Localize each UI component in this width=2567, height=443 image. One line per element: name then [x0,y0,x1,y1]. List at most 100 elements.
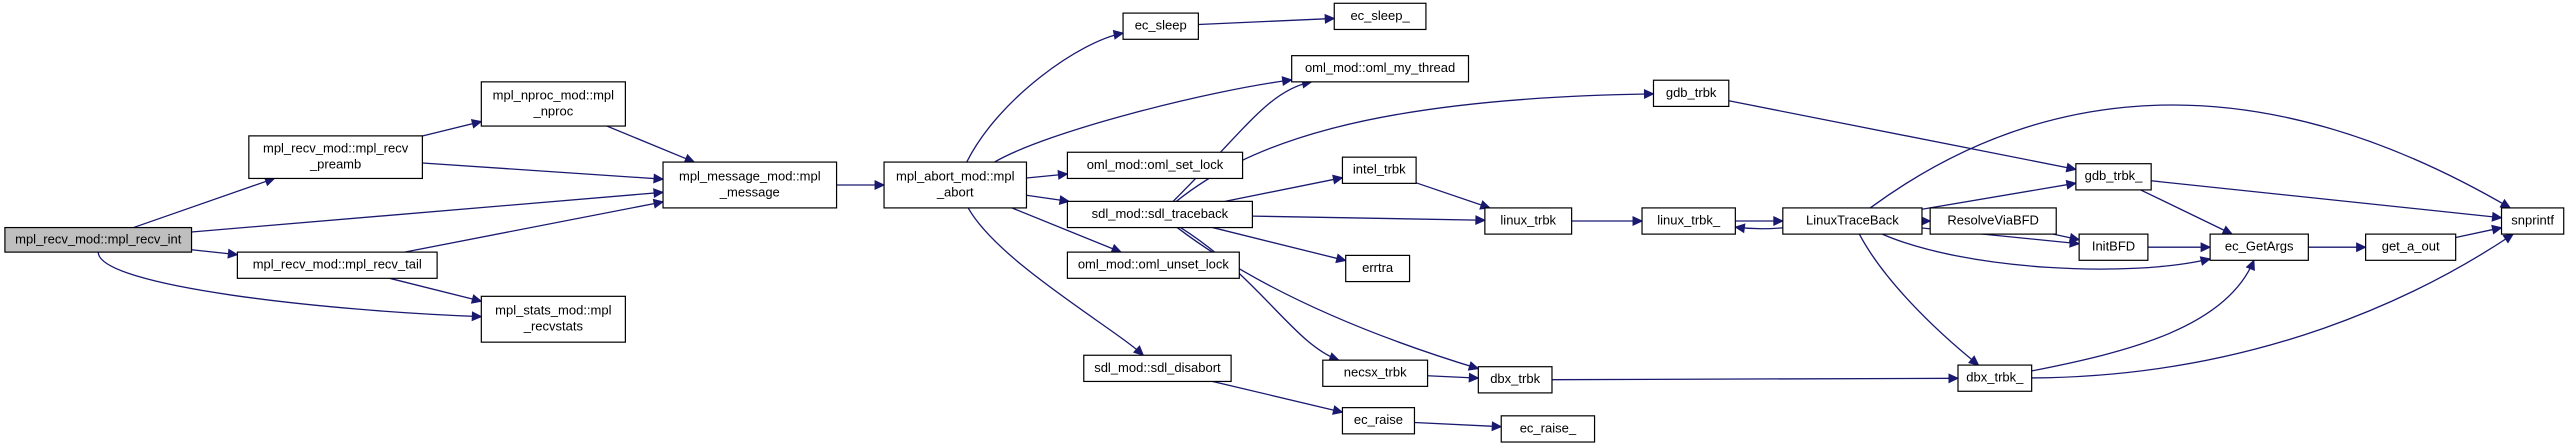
node-gdb-trbk[interactable]: gdb_trbk [1652,79,1730,108]
node-box [1652,79,1730,108]
node-dbx-trbk[interactable]: dbx_trbk [1477,366,1553,394]
edge-sdl_traceback-to-intel_trbk [1224,174,1344,203]
node-box [883,161,1028,209]
edge-recv_int-to-message [191,188,665,233]
node-linux-trbk-[interactable]: linux_trbk_ [1641,207,1736,235]
node-nproc[interactable]: mpl_nproc_mod::mpl_nproc [480,81,626,127]
node-oml-my-thread[interactable]: oml_mod::oml_my_thread [1291,55,1470,83]
node-box [248,135,423,180]
node-label: ec_GetArgs [2225,239,2294,254]
edges-layer [97,13,2515,432]
node-recv-int[interactable]: mpl_recv_mod::mpl_recv_int [4,226,193,253]
edge-ResolveViaBFD-to-InitBFD [2053,232,2081,243]
node-label: _preamb [309,157,361,172]
node-label: ec_raise [1354,412,1403,427]
node-box [1782,207,1923,235]
node-box [1291,55,1470,83]
node-label: mpl_stats_mod::mpl [495,303,611,318]
edge-dbx_trbk_-to-ec_GetArgs [2031,259,2255,372]
node-abort[interactable]: mpl_abort_mod::mpl_abort [883,161,1028,209]
node-box [1341,407,1416,435]
edge-LinuxTraceBack-to-ec_GetArgs [1882,233,2212,270]
node-label: ec_sleep [1135,18,1187,33]
node-label: snprintf [2511,212,2554,227]
node-box [1957,364,2033,392]
node-label: oml_mod::oml_unset_lock [1078,257,1230,272]
node-label: _recvstats [523,319,584,334]
edge-linux_trbk_-to-LinuxTraceBack [1735,216,1785,226]
node-ec-sleep-[interactable]: ec_sleep_ [1333,2,1427,31]
node-label: ec_raise_ [1520,420,1577,435]
node-label: errtra [1362,260,1394,275]
node-label: LinuxTraceBack [1806,212,1899,227]
node-errtra[interactable]: errtra [1345,254,1411,283]
node-label: mpl_recv_mod::mpl_recv_tail [253,257,422,272]
node-box [2075,163,2152,191]
node-label: dbx_trbk [1490,371,1540,386]
node-oml-unset-lock[interactable]: oml_mod::oml_unset_lock [1066,251,1240,279]
node-box [1641,207,1736,235]
node-intel-trbk[interactable]: intel_trbk [1341,156,1417,184]
edge-sdl_traceback-to-gdb_trbk [1175,89,1655,202]
node-box [1929,207,2057,235]
edge-gdb_trbk_-to-ec_GetArgs [2140,189,2234,235]
node-label: gdb_trbk [1666,85,1717,100]
node-label: sdl_mod::sdl_disabort [1094,360,1221,375]
node-box [1341,156,1417,184]
node-recvstats[interactable]: mpl_stats_mod::mpl_recvstats [480,295,626,343]
node-ec-raise-[interactable]: ec_raise_ [1500,415,1596,443]
node-box [2365,233,2457,261]
node-label: ec_sleep_ [1350,8,1410,23]
node-ec-sleep[interactable]: ec_sleep [1122,12,1199,40]
edge-InitBFD-to-ec_GetArgs [2147,242,2212,253]
node-ec-raise[interactable]: ec_raise [1341,407,1416,435]
edge-LinuxTraceBack-to-snprintf [1869,104,2512,209]
edge-LinuxTraceBack-to-dbx_trbk_ [1858,233,1980,366]
node-box [1333,2,1427,31]
node-box [480,81,626,127]
node-label: oml_mod::oml_set_lock [1087,157,1224,172]
node-box [2078,233,2149,261]
node-box [480,295,626,343]
node-oml-set-lock[interactable]: oml_mod::oml_set_lock [1066,151,1244,180]
edge-abort-to-oml_my_thread [994,76,1293,163]
node-label: mpl_recv_mod::mpl_recv [263,141,409,156]
node-sdl-traceback[interactable]: sdl_mod::sdl_traceback [1066,200,1253,229]
node-linux-trbk[interactable]: linux_trbk [1484,207,1573,235]
edge-sdl_traceback-to-errtra [1212,226,1347,264]
node-snprintf[interactable]: snprintf [2500,207,2565,235]
node-recv-preamb[interactable]: mpl_recv_mod::mpl_recv_preamb [248,135,423,180]
edge-intel_trbk-to-linux_trbk [1415,182,1491,210]
edge-abort-to-ec_sleep [966,29,1125,163]
edge-recv_preamb-to-nproc [422,118,483,137]
edge-linux_trbk-to-linux_trbk_ [1571,216,1644,226]
edge-abort-to-sdl_traceback [1026,194,1071,205]
node-label: _message [719,184,780,199]
node-dbx-trbk-[interactable]: dbx_trbk_ [1957,364,2033,392]
edge-sdl_traceback-to-dbx_trbk [1176,227,1480,371]
node-message[interactable]: mpl_message_mod::mpl_message [662,161,838,209]
node-initbfd[interactable]: InitBFD [2078,233,2149,261]
node-ec-getargs[interactable]: ec_GetArgs [2209,233,2309,261]
node-box [2209,233,2309,261]
node-get-a-out[interactable]: get_a_out [2365,233,2457,261]
node-necsx-trbk[interactable]: necsx_trbk [1322,359,1429,387]
edge-dbx_trbk-to-dbx_trbk_ [1551,373,1960,384]
node-linuxtraceback[interactable]: LinuxTraceBack [1782,207,1923,235]
node-sdl-disabort[interactable]: sdl_mod::sdl_disabort [1083,354,1232,383]
node-box [1500,415,1596,443]
node-resolveviabfd[interactable]: ResolveViaBFD [1929,207,2057,235]
node-recv-tail[interactable]: mpl_recv_mod::mpl_recv_tail [236,251,438,279]
edge-necsx_trbk-to-dbx_trbk [1427,372,1480,383]
node-label: mpl_message_mod::mpl [679,168,821,183]
edge-LinuxTraceBack-to-linux_trbk_ [1734,223,1783,234]
node-box [1477,366,1553,394]
edge-recv_preamb-to-message [422,162,665,184]
node-box [1066,251,1240,279]
node-gdb-trbk-[interactable]: gdb_trbk_ [2075,163,2152,191]
node-box [1066,151,1244,180]
edge-gdb_trbk_-to-snprintf [2151,180,2503,222]
node-label: linux_trbk_ [1657,212,1721,227]
edge-recv_tail-to-recvstats [389,277,483,304]
